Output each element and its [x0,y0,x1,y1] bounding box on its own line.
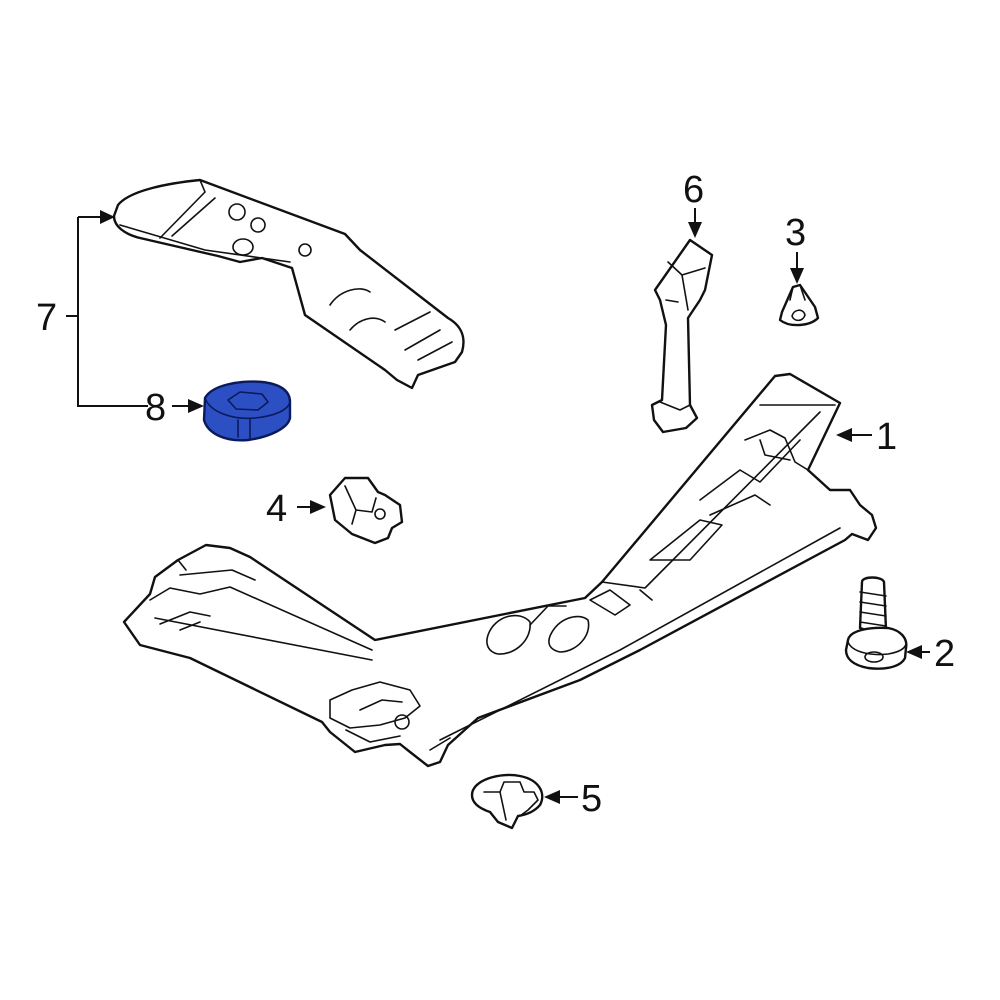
callout-1: 1 [876,416,897,458]
callout-2: 2 [934,633,955,675]
leader-3 [790,252,804,284]
leader-5 [544,790,578,804]
push-rivet-part[interactable] [470,773,544,830]
flange-bolt-part[interactable] [844,576,908,670]
underbody-shield-part[interactable] [122,372,878,768]
leader-6 [688,208,702,238]
leader-2 [906,645,930,659]
bracket-part[interactable] [650,238,714,434]
clip-nut-part[interactable] [328,476,404,545]
leader-8 [172,399,204,413]
callout-5: 5 [581,778,602,820]
callout-7: 7 [36,297,57,339]
callout-4: 4 [266,488,287,530]
leader-4 [297,500,326,514]
insulator-pad-part[interactable] [202,380,292,442]
heat-shield-part[interactable] [112,178,465,390]
callout-3: 3 [785,212,806,254]
callout-8: 8 [145,387,166,429]
leader-1 [836,428,872,442]
leader-7 [66,210,148,407]
push-nut-part[interactable] [778,283,820,327]
callout-6: 6 [683,169,704,211]
